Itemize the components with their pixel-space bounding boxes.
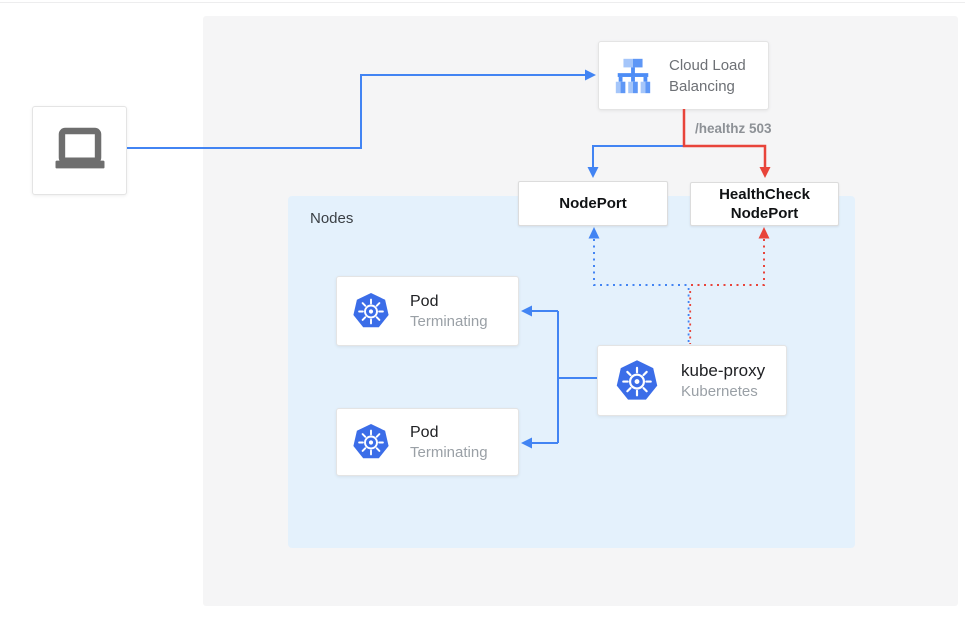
kube-proxy-node: kube-proxy Kubernetes xyxy=(597,345,787,416)
pod1-title: Pod xyxy=(410,292,439,310)
pod2-status: Terminating xyxy=(410,443,488,461)
healthcheck-nodeport-node: HealthCheck NodePort xyxy=(690,182,839,226)
kubernetes-icon xyxy=(351,291,391,331)
top-divider xyxy=(0,2,965,3)
clb-label-line2: Balancing xyxy=(669,77,735,95)
nodeport-label: NodePort xyxy=(559,195,627,212)
clb-label-line1: Cloud Load xyxy=(669,56,746,74)
nodes-group-label: Nodes xyxy=(310,210,354,227)
client-node xyxy=(32,106,127,195)
kube-proxy-title: kube-proxy xyxy=(681,360,766,380)
kubernetes-icon xyxy=(614,358,660,404)
pod1-status: Terminating xyxy=(410,312,488,330)
kube-proxy-subtitle: Kubernetes xyxy=(681,382,758,400)
healthz-status-label: /healthz 503 xyxy=(695,121,772,136)
pod2-title: Pod xyxy=(410,423,439,441)
healthcheck-nodeport-label-line2: NodePort xyxy=(730,205,799,222)
healthcheck-nodeport-label-line1: HealthCheck xyxy=(719,186,810,203)
pod-node-2: Pod Terminating xyxy=(336,408,519,476)
kubernetes-icon xyxy=(351,422,391,462)
pod-node-1: Pod Terminating xyxy=(336,276,519,346)
cloud-load-balancing-node: Cloud Load Balancing xyxy=(598,41,769,110)
load-balancer-icon xyxy=(612,56,654,96)
nodeport-node: NodePort xyxy=(518,181,668,226)
laptop-icon xyxy=(49,122,111,180)
